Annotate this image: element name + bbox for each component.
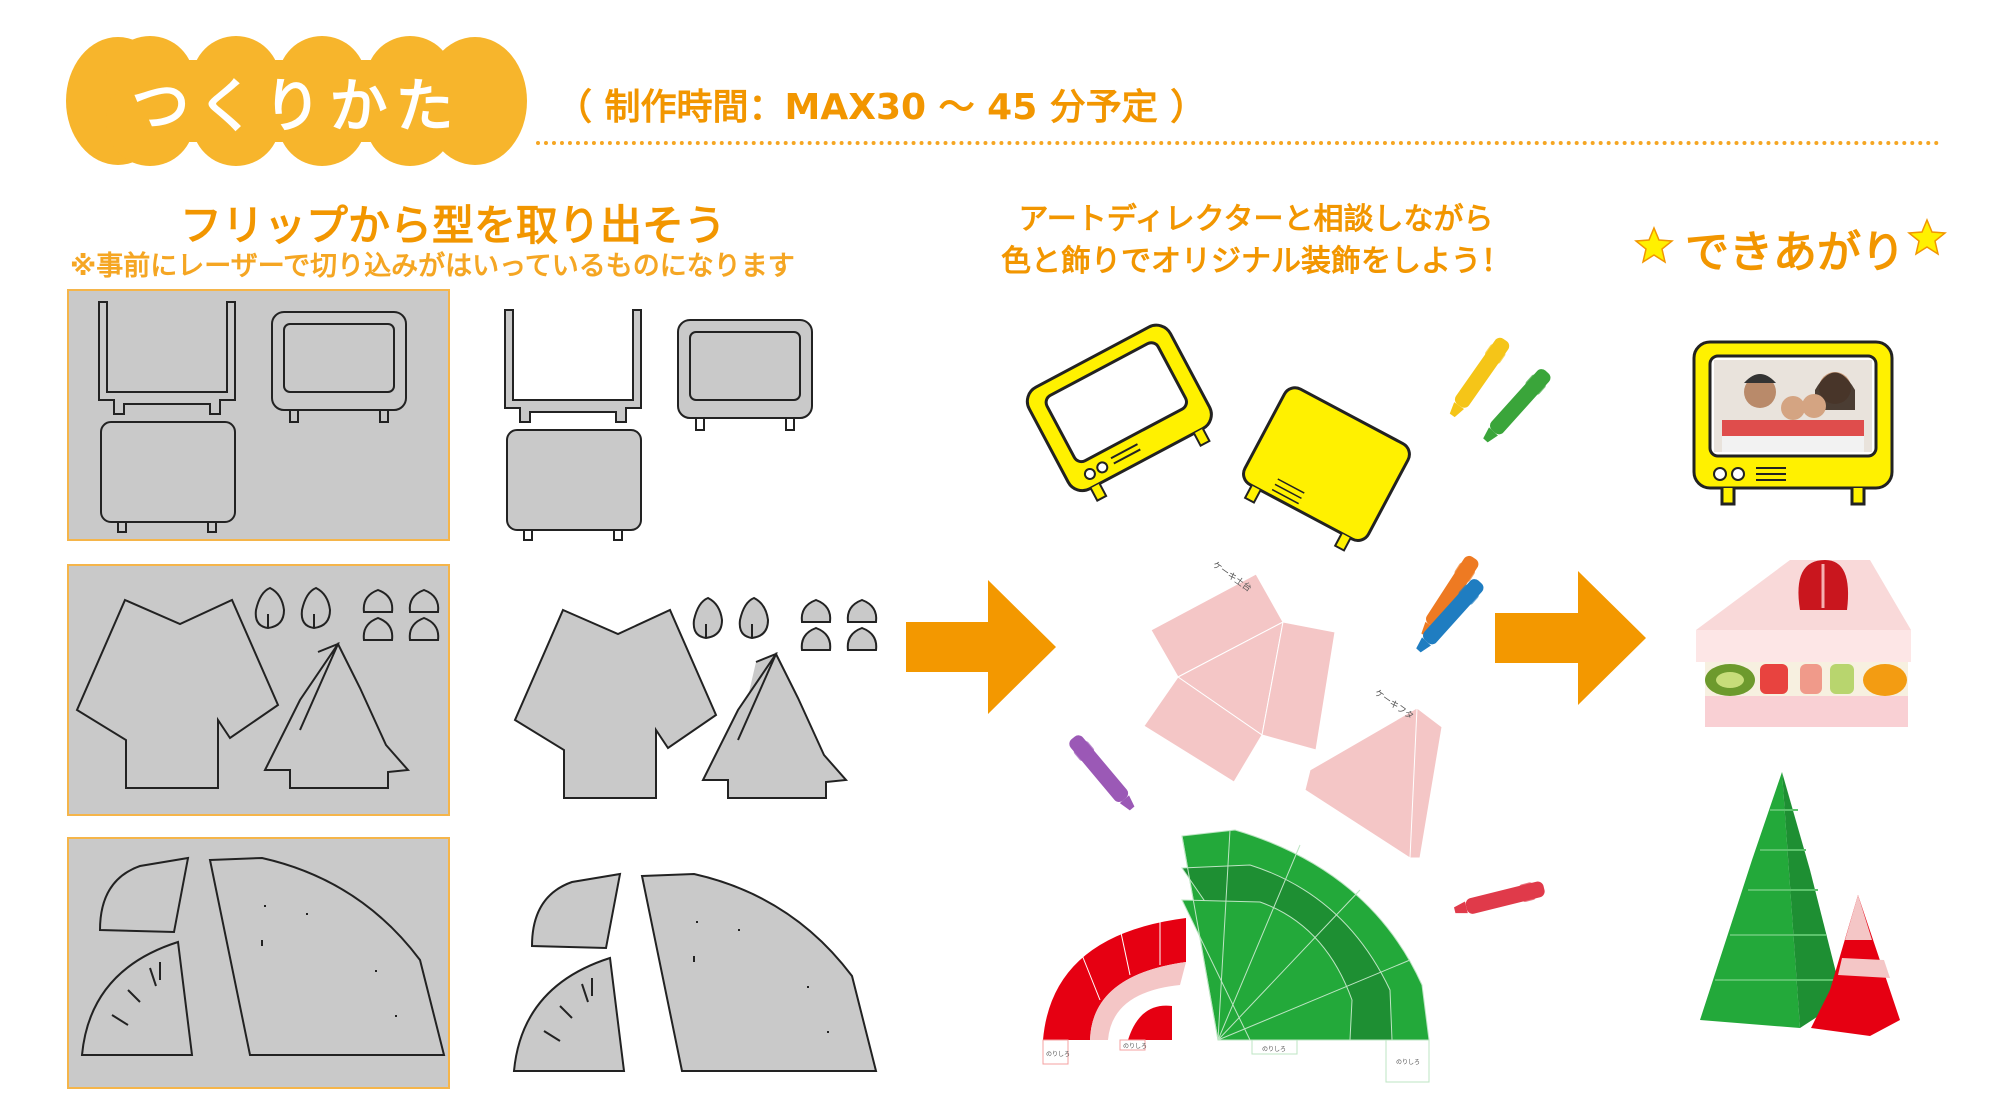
red-fan-net [1042, 918, 1186, 1065]
title-badge-label: つくりかた [131, 72, 462, 140]
glue-tab-label: のりしろ [1046, 1051, 1070, 1058]
marker-green-icon [1478, 365, 1554, 447]
finished-cake [1696, 560, 1911, 727]
template-panel-1 [67, 289, 450, 541]
cake-base-net [1143, 573, 1336, 783]
extracted-pieces-1 [504, 309, 813, 541]
arrow-right-icon [1495, 571, 1646, 705]
step2-line1: アートディレクターと相談しながら [1018, 202, 1494, 237]
step1-title: フリップから型を取り出そう [179, 201, 726, 250]
extracted-pieces-3 [513, 873, 877, 1072]
yellow-box [1242, 386, 1411, 552]
green-fan-net [1181, 829, 1430, 1083]
finished-tv [1692, 340, 1894, 506]
step3-title: できあがり [1685, 227, 1905, 278]
arrow-right-icon [906, 580, 1056, 714]
glue-tab-label: のりしろ [1396, 1059, 1420, 1066]
step1-note: ※事前にレーザーで切り込みがはいっているものになります [70, 251, 795, 282]
marker-red-icon [1452, 879, 1547, 919]
family-photo [1714, 360, 1872, 452]
marker-purple-icon [1066, 732, 1140, 815]
glue-tab-label: のりしろ [1262, 1046, 1286, 1053]
star-icon [1634, 226, 1674, 264]
title-badge [66, 36, 527, 166]
template-panel-3 [67, 837, 450, 1089]
glue-tab-label: のりしろ [1123, 1043, 1147, 1050]
step2-line2: 色と飾りでオリジナル装飾をしよう！ [1001, 244, 1511, 279]
production-time: （ 制作時間：MAX30 〜 45 分予定 ） [556, 87, 1207, 128]
template-panel-2 [67, 564, 450, 816]
marker-yellow-icon [1444, 334, 1513, 421]
dotted-divider [536, 141, 1940, 145]
yellow-tv-frame [1025, 323, 1213, 502]
cake-lid-label: ケーキフタ [1372, 687, 1415, 722]
cake-lid-net [1304, 707, 1443, 859]
finished-tree [1700, 772, 1900, 1036]
star-icon [1907, 218, 1947, 256]
extracted-pieces-2 [514, 597, 878, 799]
